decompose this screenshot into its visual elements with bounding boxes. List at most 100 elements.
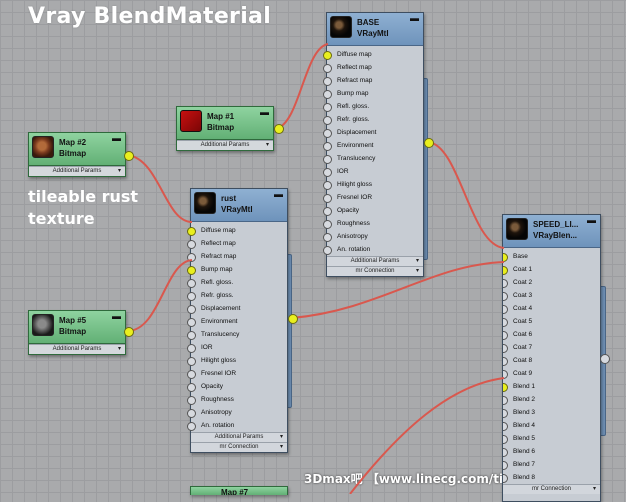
slot-blend-3[interactable]: Blend 3 <box>503 406 600 419</box>
input-port-icon[interactable] <box>503 318 508 327</box>
collapse-icon[interactable]: ▬ <box>410 13 419 23</box>
slot-reflect-map[interactable]: Reflect map <box>323 61 423 74</box>
base-vraymtl-node[interactable]: BASE VRayMtl ▬ Diffuse map Reflect map R… <box>323 12 424 277</box>
input-port-icon[interactable] <box>187 227 196 236</box>
input-port-icon[interactable] <box>323 142 332 151</box>
input-port-icon[interactable] <box>503 292 508 301</box>
input-port-icon[interactable] <box>187 370 196 379</box>
slot-translucency[interactable]: Translucency <box>187 328 287 341</box>
input-port-icon[interactable] <box>323 246 332 255</box>
input-port-icon[interactable] <box>323 129 332 138</box>
map5-output-port[interactable] <box>124 327 134 337</box>
slot-base[interactable]: Base <box>503 250 600 263</box>
node-header[interactable]: Map #2 Bitmap ▬ <box>29 133 125 166</box>
input-port-icon[interactable] <box>187 344 196 353</box>
map1-output-port[interactable] <box>274 124 284 134</box>
rollout-additional-params[interactable]: Additional Params▾ <box>327 256 423 266</box>
input-port-icon[interactable] <box>503 396 508 405</box>
input-port-icon[interactable] <box>323 64 332 73</box>
input-port-icon[interactable] <box>503 422 508 431</box>
slot-coat-9[interactable]: Coat 9 <box>503 367 600 380</box>
map1-bitmap-node[interactable]: Map #1 Bitmap ▬ Additional Params▾ <box>176 106 274 151</box>
input-port-icon[interactable] <box>503 409 508 418</box>
input-port-icon[interactable] <box>323 194 332 203</box>
input-port-icon[interactable] <box>187 357 196 366</box>
slot-bump-map[interactable]: Bump map <box>187 263 287 276</box>
input-port-icon[interactable] <box>187 266 196 275</box>
slot-coat-6[interactable]: Coat 6 <box>503 328 600 341</box>
slot-displacement[interactable]: Displacement <box>187 302 287 315</box>
map2-output-port[interactable] <box>124 151 134 161</box>
input-port-icon[interactable] <box>503 253 508 262</box>
slot-blend-2[interactable]: Blend 2 <box>503 393 600 406</box>
slot-coat-5[interactable]: Coat 5 <box>503 315 600 328</box>
collapse-icon[interactable]: ▬ <box>112 311 121 321</box>
input-port-icon[interactable] <box>187 305 196 314</box>
input-port-icon[interactable] <box>503 357 508 366</box>
slot-opacity[interactable]: Opacity <box>323 204 423 217</box>
slot-environment[interactable]: Environment <box>323 139 423 152</box>
slot-translucency[interactable]: Translucency <box>323 152 423 165</box>
slot-coat-8[interactable]: Coat 8 <box>503 354 600 367</box>
rollout-additional-params[interactable]: Additional Params▾ <box>191 432 287 442</box>
rust-vraymtl-node[interactable]: rust VRayMtl ▬ Diffuse map Reflect map R… <box>187 188 288 453</box>
input-port-icon[interactable] <box>503 461 508 470</box>
collapse-icon[interactable]: ▬ <box>274 189 283 199</box>
node-header[interactable]: Map #5 Bitmap ▬ <box>29 311 125 344</box>
rollout-mr-connection[interactable]: mr Connection▾ <box>327 266 423 276</box>
slot-refr-gloss[interactable]: Refr. gloss. <box>323 113 423 126</box>
node-header[interactable]: rust VRayMtl ▬ <box>191 189 287 222</box>
slot-opacity[interactable]: Opacity <box>187 380 287 393</box>
slot-refract-map[interactable]: Refract map <box>323 74 423 87</box>
input-port-icon[interactable] <box>323 207 332 216</box>
input-port-icon[interactable] <box>323 77 332 86</box>
slot-blend-5[interactable]: Blend 5 <box>503 432 600 445</box>
slot-refl-gloss[interactable]: Refl. gloss. <box>323 100 423 113</box>
input-port-icon[interactable] <box>503 448 508 457</box>
input-port-icon[interactable] <box>503 474 508 483</box>
slot-diffuse-map[interactable]: Diffuse map <box>187 224 287 237</box>
slot-blend-1[interactable]: Blend 1 <box>503 380 600 393</box>
input-port-icon[interactable] <box>323 155 332 164</box>
input-port-icon[interactable] <box>187 422 196 431</box>
slot-roughness[interactable]: Roughness <box>187 393 287 406</box>
input-port-icon[interactable] <box>503 331 508 340</box>
slot-coat-4[interactable]: Coat 4 <box>503 302 600 315</box>
input-port-icon[interactable] <box>323 90 332 99</box>
map-bottom-node[interactable]: Map #7 <box>190 486 288 495</box>
slot-diffuse-map[interactable]: Diffuse map <box>323 48 423 61</box>
input-port-icon[interactable] <box>323 220 332 229</box>
slot-roughness[interactable]: Roughness <box>323 217 423 230</box>
node-header[interactable]: BASE VRayMtl ▬ <box>327 13 423 46</box>
node-header[interactable]: Map #1 Bitmap ▬ <box>177 107 273 140</box>
input-port-icon[interactable] <box>503 383 508 392</box>
slot-anisotropy[interactable]: Anisotropy <box>187 406 287 419</box>
rollout-mr-connection[interactable]: mr Connection▾ <box>191 442 287 452</box>
slot-blend-8[interactable]: Blend 8 <box>503 471 600 484</box>
collapse-icon[interactable]: ▬ <box>587 215 596 225</box>
input-port-icon[interactable] <box>187 240 196 249</box>
input-port-icon[interactable] <box>503 370 508 379</box>
collapse-icon[interactable]: ▬ <box>112 133 121 143</box>
collapse-icon[interactable]: ▬ <box>260 107 269 117</box>
rollout-additional-params[interactable]: Additional Params▾ <box>177 140 273 150</box>
input-port-icon[interactable] <box>187 331 196 340</box>
slot-hilight-gloss[interactable]: Hilight gloss <box>323 178 423 191</box>
input-port-icon[interactable] <box>323 168 332 177</box>
slot-bump-map[interactable]: Bump map <box>323 87 423 100</box>
input-port-icon[interactable] <box>187 396 196 405</box>
slot-blend-7[interactable]: Blend 7 <box>503 458 600 471</box>
node-header[interactable]: SPEED_LI... VRayBlen... ▬ <box>503 215 600 248</box>
input-port-icon[interactable] <box>503 279 508 288</box>
input-port-icon[interactable] <box>503 266 508 275</box>
map2-bitmap-node[interactable]: Map #2 Bitmap ▬ Additional Params▾ <box>28 132 126 177</box>
input-port-icon[interactable] <box>187 318 196 327</box>
rollout-mr-connection[interactable]: mr Connection▾ <box>503 484 600 494</box>
rust-output-port[interactable] <box>288 314 298 324</box>
input-port-icon[interactable] <box>503 305 508 314</box>
input-port-icon[interactable] <box>503 435 508 444</box>
slot-blend-4[interactable]: Blend 4 <box>503 419 600 432</box>
input-port-icon[interactable] <box>323 181 332 190</box>
slot-an-rotation[interactable]: An. rotation <box>187 419 287 432</box>
slot-coat-3[interactable]: Coat 3 <box>503 289 600 302</box>
